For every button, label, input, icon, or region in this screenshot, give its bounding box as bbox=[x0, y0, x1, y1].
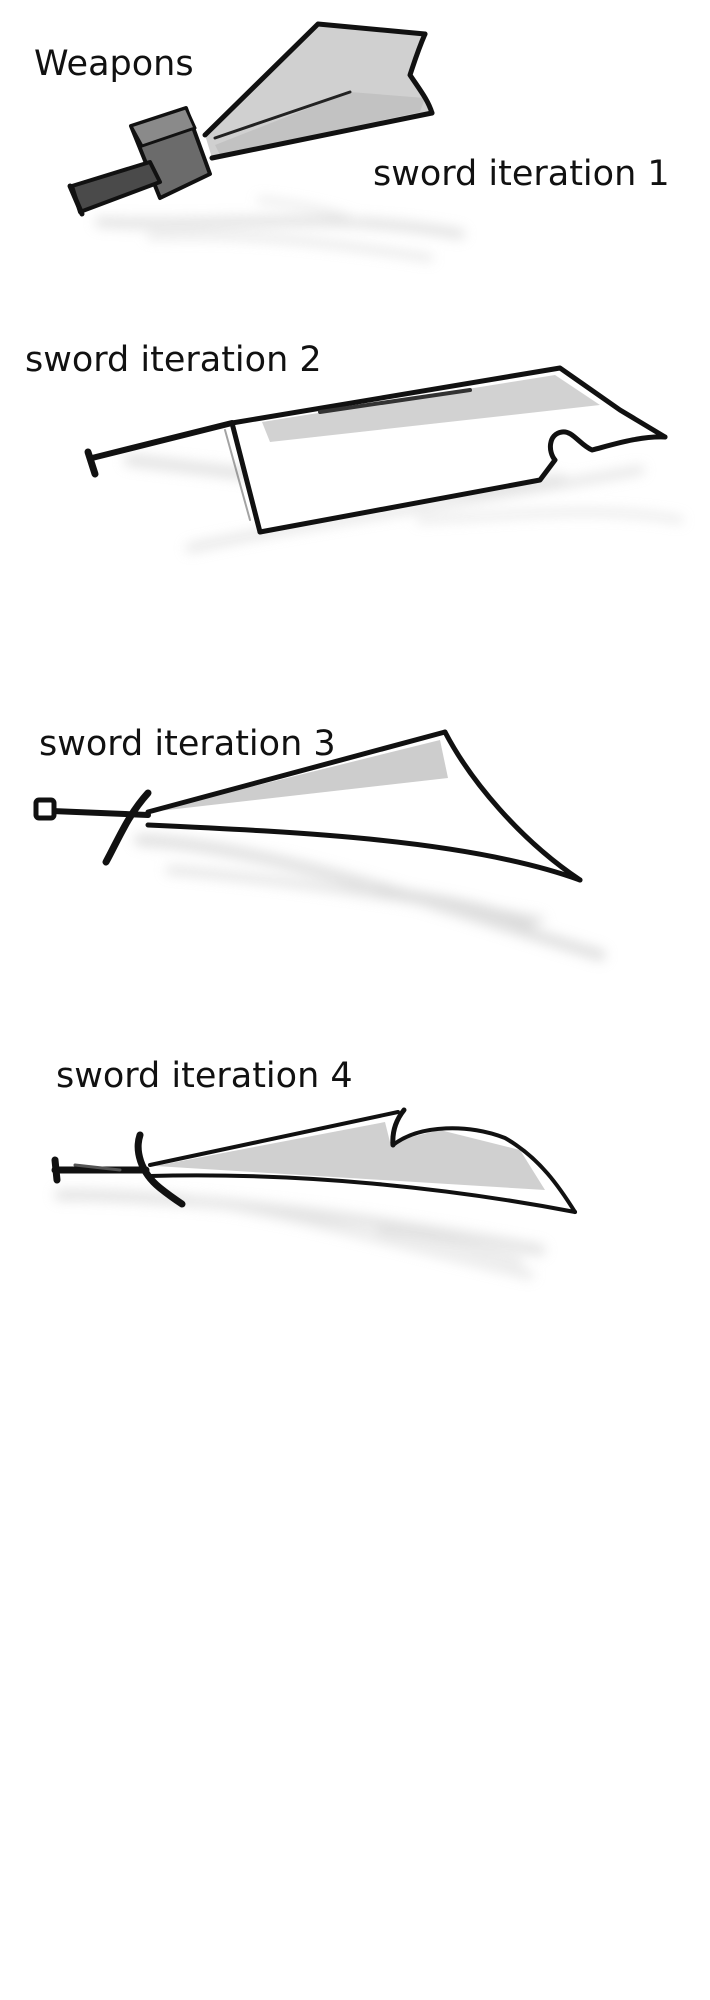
sketch-label-3: sword iteration 3 bbox=[39, 724, 336, 764]
sword-1-ground-shadow bbox=[95, 197, 465, 262]
sword-2-hilt bbox=[84, 420, 235, 478]
sketch-label-4: sword iteration 4 bbox=[56, 1056, 353, 1096]
sketch-label-1: sword iteration 1 bbox=[373, 154, 670, 194]
sword-4-blade bbox=[148, 1107, 577, 1214]
sword-4-guard bbox=[134, 1131, 186, 1208]
page-title: Weapons bbox=[34, 44, 194, 84]
sword-3-hilt bbox=[33, 797, 151, 821]
sword-sketch-1 bbox=[67, 21, 465, 262]
sword-4-hilt bbox=[51, 1156, 150, 1184]
sword-sketch-3 bbox=[33, 729, 606, 961]
sword-3-guard bbox=[102, 789, 152, 866]
sword-2-blade bbox=[224, 365, 668, 535]
sword-1-blade bbox=[202, 21, 435, 161]
sword-1-guard bbox=[129, 106, 212, 200]
sword-4-ground-shadow bbox=[54, 1189, 546, 1279]
sword-sketch-2 bbox=[84, 365, 684, 553]
sword-1-hilt bbox=[67, 160, 162, 217]
sword-sketch-4 bbox=[51, 1107, 577, 1279]
sword-3-blade bbox=[145, 729, 583, 883]
sketch-label-2: sword iteration 2 bbox=[25, 340, 322, 380]
sword-3-ground-shadow bbox=[134, 834, 606, 961]
